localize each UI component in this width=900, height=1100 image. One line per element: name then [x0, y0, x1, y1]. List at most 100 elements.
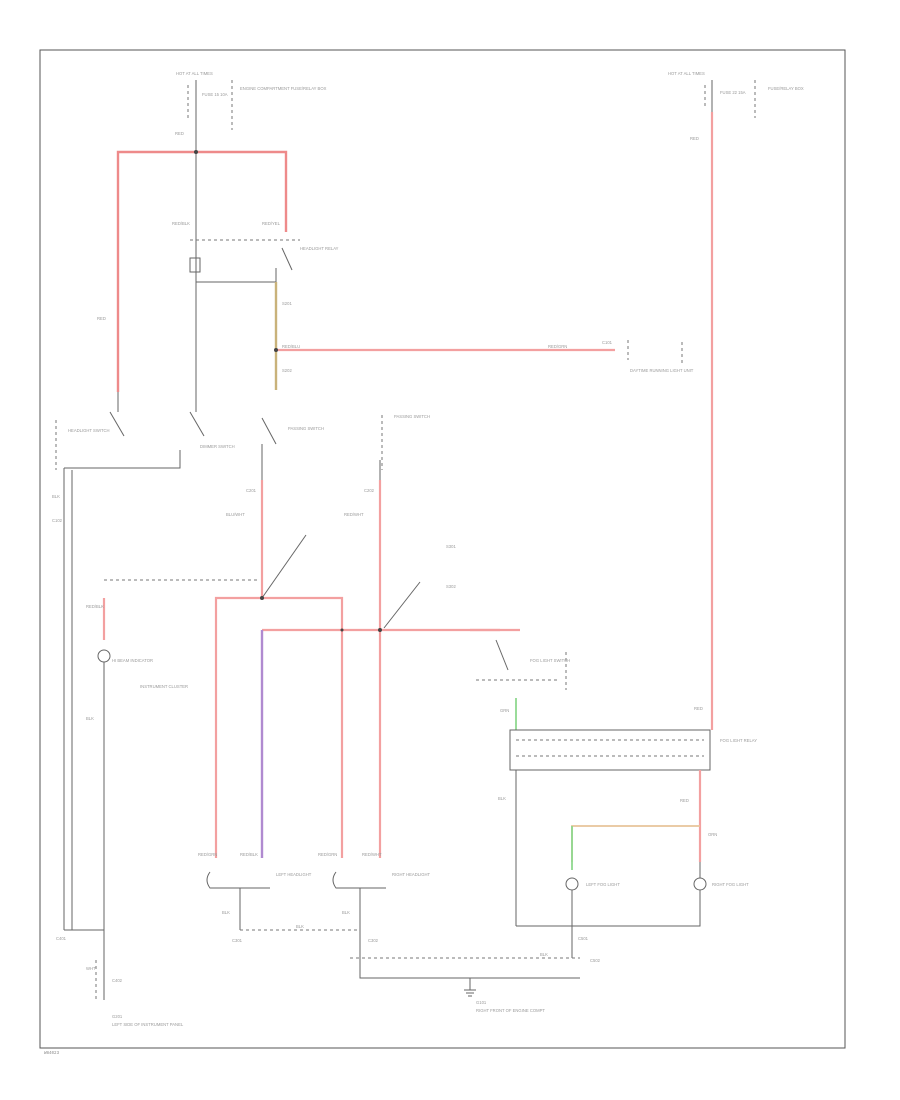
fuse-left-label: FUSE 15 10A	[202, 92, 228, 97]
wire-label-red-3: RED	[97, 316, 106, 321]
fog-light-switch: FOG LIGHT SWITCH GRN	[470, 628, 570, 730]
wire-label-red-drl: RED/GRN	[548, 344, 567, 349]
diagram-frame	[39, 49, 846, 1049]
ground-g101-symbol	[464, 989, 476, 997]
splice-node-top	[194, 150, 198, 154]
wire-label-red-blu: BLU/WHT	[226, 512, 245, 517]
connector-label-2: C102	[52, 518, 63, 523]
ground-g201: C401 WHT C402 G201 LEFT SIDE OF INSTRUME…	[56, 929, 184, 1027]
wire-label-red-ind: RED/BLK	[86, 604, 104, 609]
splice-label-1: S201	[282, 301, 292, 306]
headlight-switch-label: HEADLIGHT SWITCH	[68, 428, 110, 433]
left-headlight-filament	[206, 871, 270, 889]
hi-beam-indicator: HI BEAM INDICATOR INSTRUMENT CLUSTER RED…	[86, 579, 258, 930]
headlight-switch-block: HEADLIGHT SWITCH DIMMER SWITCH PASSING S…	[52, 392, 324, 930]
headlight-switch-contact	[109, 411, 125, 437]
wire-label-red-1: RED	[175, 131, 184, 136]
wire-label-red-4: RED/BLK	[172, 221, 190, 226]
connector-label-lh: C301	[232, 938, 243, 943]
headlight-relay-label: HEADLIGHT RELAY	[300, 246, 339, 251]
leader-hi-beam	[261, 534, 307, 599]
power-source-left: HOT AT ALL TIMES FUSE 15 10A ENGINE COMP…	[175, 71, 327, 136]
connector-label-4: C202	[364, 488, 375, 493]
fog-splice-label: ORN	[708, 832, 717, 837]
wire-label-lh-hi: RED/GRN	[198, 852, 217, 857]
fog-light-relay-label: FOG LIGHT RELAY	[720, 738, 757, 743]
fuse-right-label: FUSE 22 15A	[720, 90, 746, 95]
wire-label-blk-ind: BLK	[86, 716, 94, 721]
leader-low-beam	[383, 581, 421, 629]
ground-g101-location: RIGHT FRONT OF ENGINE COMPT	[476, 1008, 545, 1013]
wire-label-blk-1: BLK	[52, 494, 60, 499]
fuse-left-location: ENGINE COMPARTMENT FUSE/RELAY BOX	[240, 86, 327, 91]
power-source-right: HOT AT ALL TIMES FUSE 22 15A FUSE/RELAY …	[668, 71, 804, 141]
wire-label-grn: GRN	[500, 708, 509, 713]
connector-label-g201: C401	[56, 936, 67, 941]
splice-note-2: S302	[446, 584, 456, 589]
splice-node-low	[378, 628, 382, 632]
connector-label-g201-2: C402	[112, 978, 123, 983]
headlights: RED/GRN RED/BLK RED/GRN RED/WHT LEFT HEA…	[198, 852, 431, 958]
left-red-loop: RED RED/BLK RED/YEL	[97, 120, 288, 392]
splice-node-center	[274, 348, 278, 352]
wire-hi-beam-bus	[214, 596, 344, 858]
wire-orange-fog	[571, 825, 700, 862]
wire-label-blk-lh: BLK	[222, 910, 230, 915]
connector-label-3: C201	[246, 488, 257, 493]
wire-label-tan: RED/BLU	[282, 344, 300, 349]
wire-label-blk-rh: BLK	[342, 910, 350, 915]
connector-label-1: C101	[602, 340, 613, 345]
dimmer-switch-contact	[189, 411, 205, 437]
fog-lights: ORN LEFT FOG LIGHT RIGHT FOG LIGHT C501	[516, 825, 749, 958]
dimmer-switch-label: DIMMER SWITCH	[200, 444, 235, 449]
fog-switch-contact	[495, 639, 509, 671]
splice-node-hi	[260, 596, 264, 600]
right-fog-light-bulb	[693, 877, 707, 891]
wire-label-red-wht: RED/WHT	[344, 512, 364, 517]
instrument-cluster-label: INSTRUMENT CLUSTER	[140, 684, 188, 689]
crossover-node	[340, 628, 344, 632]
right-headlight-filament	[332, 871, 386, 889]
fuse-right-location: FUSE/RELAY BOX	[768, 86, 804, 91]
headlight-buses	[214, 596, 520, 858]
fog-light-relay: FOG LIGHT RELAY RED BLK RED	[498, 112, 757, 926]
splice-label-2: S202	[282, 368, 292, 373]
passing-switch-contact	[261, 417, 277, 445]
wire-label-red-fog: RED	[680, 798, 689, 803]
fog-light-switch-label: FOG LIGHT SWITCH	[530, 658, 570, 663]
connector-label-rh: C302	[368, 938, 379, 943]
hi-beam-indicator-label: HI BEAM INDICATOR	[112, 658, 153, 663]
drl-unit-label: DAYTIME RUNNING LIGHT UNIT	[630, 368, 694, 373]
power-source-left-label: HOT AT ALL TIMES	[176, 71, 213, 76]
power-source-right-label: HOT AT ALL TIMES	[668, 71, 705, 76]
ground-g101-label: G101	[476, 1000, 487, 1005]
left-headlight-label: LEFT HEADLIGHT	[276, 872, 312, 877]
left-fog-light-label: LEFT FOG LIGHT	[586, 882, 620, 887]
ground-g201-location: LEFT SIDE OF INSTRUMENT PANEL	[112, 1022, 184, 1027]
hi-beam-indicator-bulb	[97, 649, 111, 663]
relay-bottom-bus	[196, 268, 277, 283]
wire-label-rh-lo: RED/WHT	[362, 852, 382, 857]
ground-g201-bus	[64, 929, 105, 1000]
headlight-relay: HEADLIGHT RELAY	[189, 239, 339, 283]
center-feed: S201 RED/BLU S202 RED/GRN C101 DAYTIME R…	[274, 282, 694, 390]
dimmer-outputs: BLU/WHT C201 PASSING SWITCH RED/WHT C202…	[226, 414, 456, 858]
left-fog-light-bulb	[565, 877, 579, 891]
right-fog-light-label: RIGHT FOG LIGHT	[712, 882, 749, 887]
wire-label-lh-lo: RED/BLK	[240, 852, 258, 857]
switch-common-bus	[64, 450, 181, 469]
passing-note: PASSING SWITCH	[394, 414, 430, 419]
right-headlight-label: RIGHT HEADLIGHT	[392, 872, 431, 877]
wire-label-blk-relay: BLK	[498, 796, 506, 801]
passing-switch-label: PASSING SWITCH	[288, 426, 324, 431]
fog-ground-bus	[516, 890, 701, 927]
ground-g101: G101 RIGHT FRONT OF ENGINE COMPT C502 BL…	[350, 952, 601, 1013]
relay-contact	[281, 247, 293, 271]
connector-label-ground: C502	[590, 958, 601, 963]
splice-note-1: S301	[446, 544, 456, 549]
wire-label-red-relay: RED	[694, 706, 703, 711]
wire-red-top-loop	[116, 150, 288, 392]
wire-label-rh-hi: RED/GRN	[318, 852, 337, 857]
diagram-code: W84023	[44, 1052, 60, 1056]
